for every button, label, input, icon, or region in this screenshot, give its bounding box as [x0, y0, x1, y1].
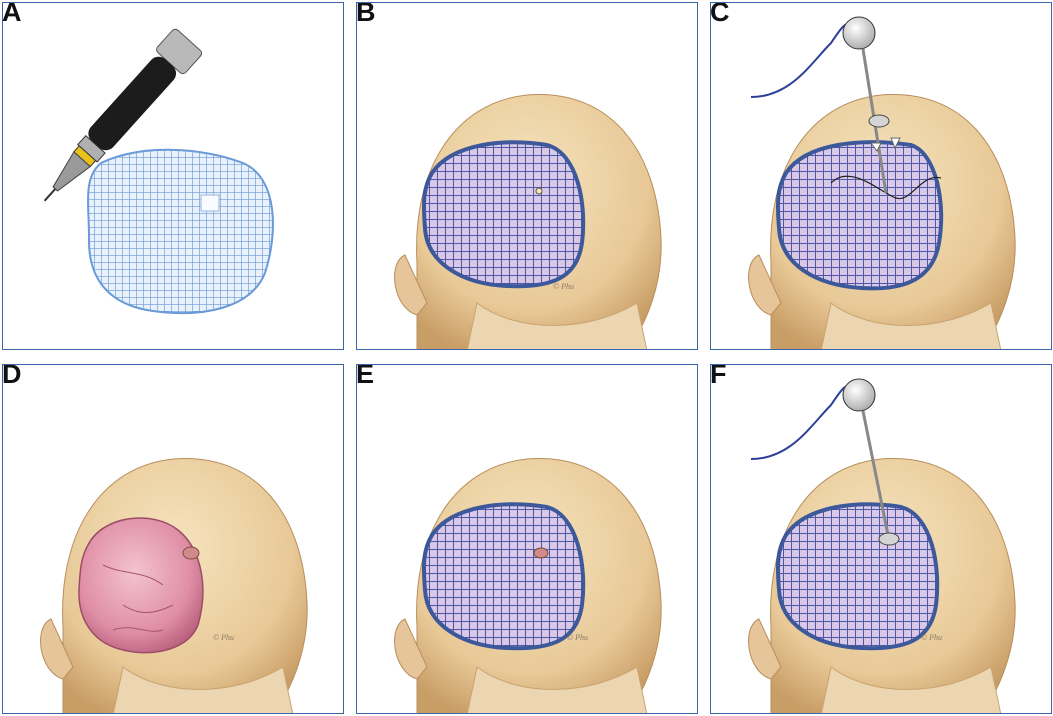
panel-c: C — [710, 2, 1052, 350]
exposed-brain-illustration: © Phu — [40, 458, 308, 713]
retractor-shaft — [861, 410, 891, 541]
mesh-patch — [421, 140, 586, 289]
panel-label: F — [710, 364, 727, 389]
copyright-mark: © Phu — [213, 633, 234, 642]
panel-a: A — [2, 2, 344, 350]
brain-herniation — [78, 517, 204, 654]
retractor-collar — [878, 532, 900, 546]
ear — [394, 618, 428, 680]
arrow-right — [890, 137, 901, 150]
ear — [748, 618, 782, 680]
face-jaw — [466, 302, 648, 349]
skull-mesh-suture-illustration — [748, 16, 1016, 349]
panel-d: D © Phu — [2, 364, 344, 714]
ear — [748, 254, 782, 316]
skull-mesh-retractor-illustration: © Phu — [748, 378, 1016, 713]
small-hole — [535, 187, 543, 195]
face-jaw — [466, 666, 648, 713]
wire-cable — [750, 385, 852, 460]
mesh-patch — [775, 140, 944, 291]
retractor-knob — [842, 16, 876, 50]
panel-e: E © Phu — [356, 364, 698, 714]
copyright-mark: © Phu — [553, 282, 574, 291]
mesh-sheet — [87, 148, 274, 315]
suture-line — [830, 175, 942, 200]
panel-f: F © Phu — [710, 364, 1052, 714]
arrow-left — [870, 142, 882, 152]
panel-label: A — [2, 2, 22, 27]
cut-window — [200, 194, 220, 212]
face-jaw — [820, 666, 1002, 713]
panel-b: B © Phu — [356, 2, 698, 350]
cutting-tool — [43, 28, 203, 202]
ear — [40, 618, 74, 680]
panel-label: B — [356, 2, 376, 27]
skull-mesh-illustration: © Phu — [394, 458, 662, 713]
retractor-knob — [842, 378, 876, 412]
copyright-mark: © Phu — [567, 633, 588, 642]
panel-label: D — [2, 364, 22, 389]
wire-cable — [750, 23, 852, 98]
face-jaw — [820, 302, 1002, 349]
mesh-cutting-illustration — [43, 28, 274, 315]
mesh-patch — [421, 502, 586, 651]
burr-hole — [533, 547, 549, 559]
mesh-patch — [775, 502, 940, 651]
face-jaw — [112, 666, 294, 713]
ear — [394, 254, 428, 316]
panel-label: E — [356, 364, 375, 389]
panel-label: C — [710, 2, 730, 27]
retractor-collar — [868, 114, 890, 128]
brain-vessels — [102, 564, 174, 632]
skull-mesh-illustration: © Phu — [394, 94, 662, 349]
burr-hole — [182, 546, 200, 560]
copyright-mark: © Phu — [921, 633, 942, 642]
